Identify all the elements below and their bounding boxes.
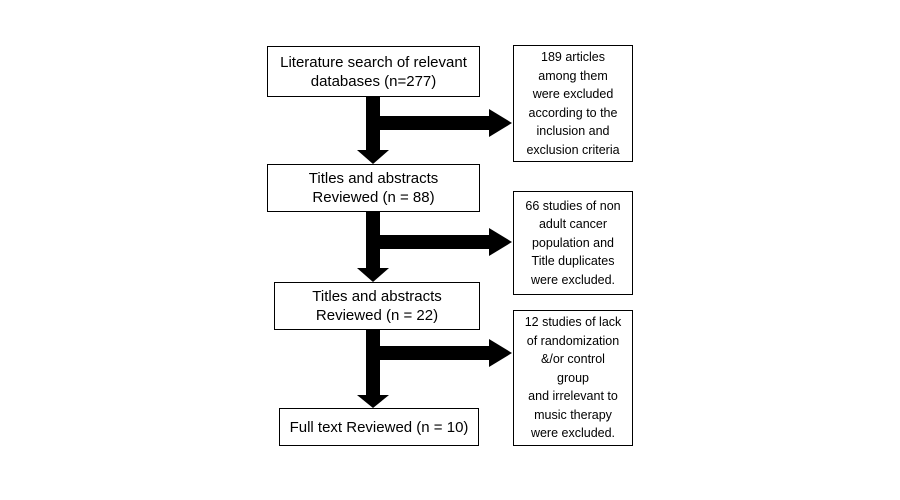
step-box-titles-abstracts-88: Titles and abstracts Reviewed (n = 88) <box>267 164 480 212</box>
arrow-shaft-3 <box>366 330 380 398</box>
exclusion-text-3: 12 studies of lack of randomization &/or… <box>524 315 622 441</box>
arrow-head-right-1 <box>489 109 512 137</box>
step-text-titles-abstracts-88: Titles and abstracts Reviewed (n = 88) <box>308 170 439 206</box>
arrow-branch-3 <box>373 346 491 360</box>
exclusion-text-1: 189 articles among them were excluded ac… <box>526 50 620 157</box>
exclusion-box-3: 12 studies of lack of randomization &/or… <box>513 310 633 446</box>
exclusion-text-2: 66 studies of non adult cancer populatio… <box>525 198 621 287</box>
arrow-head-right-3 <box>489 339 512 367</box>
step-box-titles-abstracts-22: Titles and abstracts Reviewed (n = 22) <box>274 282 480 330</box>
exclusion-box-1: 189 articles among them were excluded ac… <box>513 45 633 162</box>
step-text-titles-abstracts-22: Titles and abstracts Reviewed (n = 22) <box>312 288 442 324</box>
arrow-head-down-2 <box>357 268 389 282</box>
arrow-head-right-2 <box>489 228 512 256</box>
arrow-head-down-1 <box>357 150 389 164</box>
arrow-branch-2 <box>373 235 491 249</box>
arrow-head-down-3 <box>357 395 389 408</box>
step-box-search: Literature search of relevant databases … <box>267 46 480 97</box>
step-text-full-text: Full text Reviewed (n = 10) <box>289 418 469 436</box>
arrow-branch-1 <box>373 116 491 130</box>
exclusion-box-2: 66 studies of non adult cancer populatio… <box>513 191 633 295</box>
step-text-search: Literature search of relevant databases … <box>280 53 467 90</box>
step-box-full-text: Full text Reviewed (n = 10) <box>279 408 479 446</box>
